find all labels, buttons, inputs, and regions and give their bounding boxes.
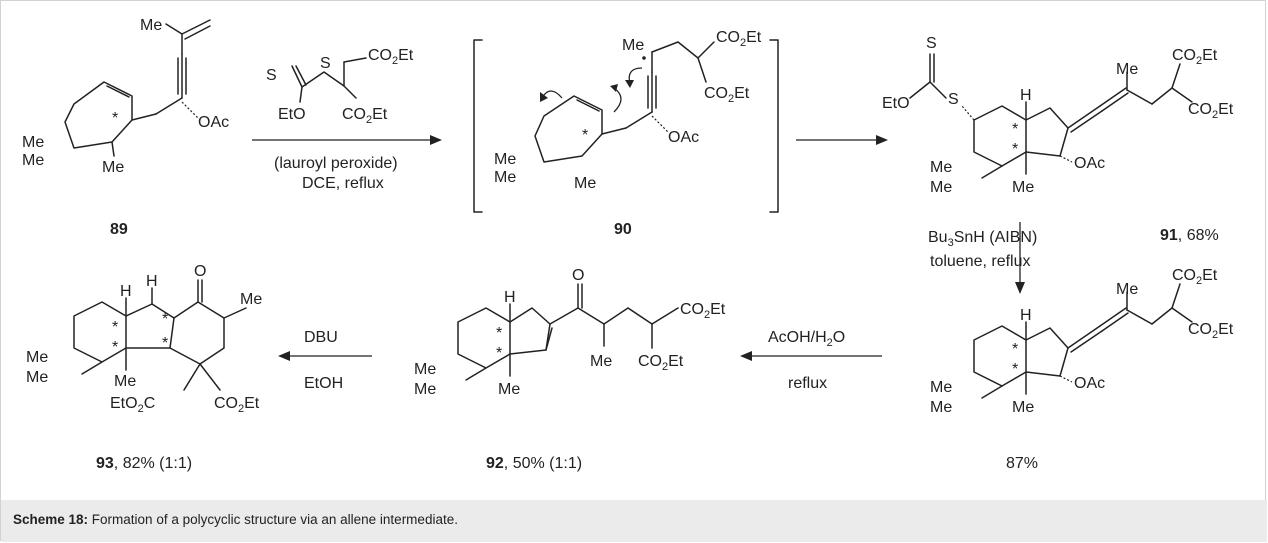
me-label: Me [22, 134, 44, 151]
me-label: Me [574, 175, 596, 192]
me-label: Me [930, 379, 952, 396]
me-label: Me [1012, 179, 1034, 196]
s-label: S [926, 35, 937, 52]
reaction-arrow-5: DBU EtOH [278, 329, 372, 392]
me-label: Me [1116, 61, 1138, 78]
reaction-condition: (lauroyl peroxide) [274, 155, 398, 172]
me-label: Me [102, 159, 124, 176]
h-label: H [120, 283, 132, 300]
stereo-star: * [112, 110, 118, 127]
stereo-star: * [1012, 121, 1018, 138]
me-label: Me [930, 399, 952, 416]
compound-number: 90 [614, 221, 632, 238]
compound-90: Me CO2Et CO2Et OAc Me Me Me * 90 [473, 29, 779, 238]
stereo-star: * [496, 345, 502, 362]
me-label: Me [494, 151, 516, 168]
s-label: S [948, 91, 959, 108]
stereo-star: * [496, 325, 502, 342]
reaction-condition: DBU [304, 329, 338, 346]
me-label: Me [1012, 399, 1034, 416]
reaction-condition: EtOH [304, 375, 343, 392]
reaction-condition: Bu3SnH (AIBN) [928, 229, 1037, 249]
compound-label: 92, 50% (1:1) [486, 455, 582, 472]
oac-label: OAc [668, 129, 699, 146]
stereo-star: * [1012, 141, 1018, 158]
h-label: H [1020, 87, 1032, 104]
co2et-label: CO2Et [1188, 321, 1234, 341]
stereo-star: * [1012, 341, 1018, 358]
o-label: O [572, 267, 584, 284]
stereo-star: * [582, 127, 588, 144]
reagent-eto: EtO [278, 106, 306, 123]
stereo-star: * [112, 319, 118, 336]
co2et-label: CO2Et [638, 353, 684, 373]
oac-label: OAc [1074, 375, 1105, 392]
oac-label: OAc [1074, 155, 1105, 172]
co2et-label: CO2Et [368, 47, 414, 67]
compound-93: H H O Me Me Me Me EtO2C CO2Et * * * * 93… [26, 263, 262, 472]
reaction-arrow-4: AcOH/H2O reflux [740, 329, 882, 392]
me-label: Me [414, 381, 436, 398]
co2et-label: CO2Et [704, 85, 750, 105]
co2et-label: CO2Et [342, 106, 388, 126]
reagent-s: S [320, 55, 331, 72]
compound-label: 91, 68% [1160, 227, 1219, 244]
h-label: H [146, 273, 158, 290]
reaction-condition: AcOH/H2O [768, 329, 845, 349]
reaction-condition: DCE, reflux [302, 175, 384, 192]
stereo-star: * [112, 339, 118, 356]
h-label: H [504, 289, 516, 306]
me-label: Me [622, 37, 644, 54]
co2et-label: CO2Et [716, 29, 762, 49]
me-label: Me [240, 291, 262, 308]
stereo-star: * [162, 335, 168, 352]
stereo-star: * [1012, 361, 1018, 378]
reaction-condition: toluene, reflux [930, 253, 1031, 270]
co2et-label: CO2Et [1172, 267, 1218, 287]
reaction-arrow-2 [796, 135, 888, 145]
me-label: Me [140, 17, 162, 34]
co2et-label: CO2Et [1172, 47, 1218, 67]
me-label: Me [22, 152, 44, 169]
caption-text: Formation of a polycyclic structure via … [88, 512, 458, 527]
eto2c-label: EtO2C [110, 395, 155, 415]
compound-92: H O CO2Et CO2Et Me Me Me Me * * 92, 50% … [414, 267, 726, 472]
compound-label: 93, 82% (1:1) [96, 455, 192, 472]
caption-label: Scheme 18: [13, 512, 89, 527]
o-label: O [194, 263, 206, 280]
reaction-scheme: Me OAc Me Me Me * 89 S S EtO CO2Et CO2Et… [22, 17, 1234, 472]
compound-yield: 87% [1006, 455, 1038, 472]
me-label: Me [1116, 281, 1138, 298]
compound-87: H Me CO2Et CO2Et OAc Me Me Me * * 87% [930, 267, 1234, 472]
me-label: Me [930, 159, 952, 176]
me-label: Me [590, 353, 612, 370]
co2et-label: CO2Et [680, 301, 726, 321]
me-label: Me [930, 179, 952, 196]
me-label: Me [494, 169, 516, 186]
reaction-arrow-3: Bu3SnH (AIBN) toluene, reflux [928, 222, 1037, 294]
compound-89: Me OAc Me Me Me * 89 [22, 17, 229, 238]
scheme-caption: Scheme 18: Formation of a polycyclic str… [1, 500, 1267, 542]
me-label: Me [498, 381, 520, 398]
oac-label: OAc [198, 114, 229, 131]
reagent-s: S [266, 67, 277, 84]
h-label: H [1020, 307, 1032, 324]
compound-number: 89 [110, 221, 128, 238]
me-label: Me [26, 369, 48, 386]
co2et-label: CO2Et [214, 395, 260, 415]
me-label: Me [414, 361, 436, 378]
stereo-star: * [162, 311, 168, 328]
co2et-label: CO2Et [1188, 101, 1234, 121]
me-label: Me [26, 349, 48, 366]
reaction-arrow-1: S S EtO CO2Et CO2Et (lauroyl peroxide) D… [252, 47, 442, 192]
reaction-condition: reflux [788, 375, 827, 392]
eto-label: EtO [882, 95, 910, 112]
me-label: Me [114, 373, 136, 390]
compound-91: S EtO S H Me CO2Et CO2Et OAc Me Me Me * … [882, 35, 1234, 244]
